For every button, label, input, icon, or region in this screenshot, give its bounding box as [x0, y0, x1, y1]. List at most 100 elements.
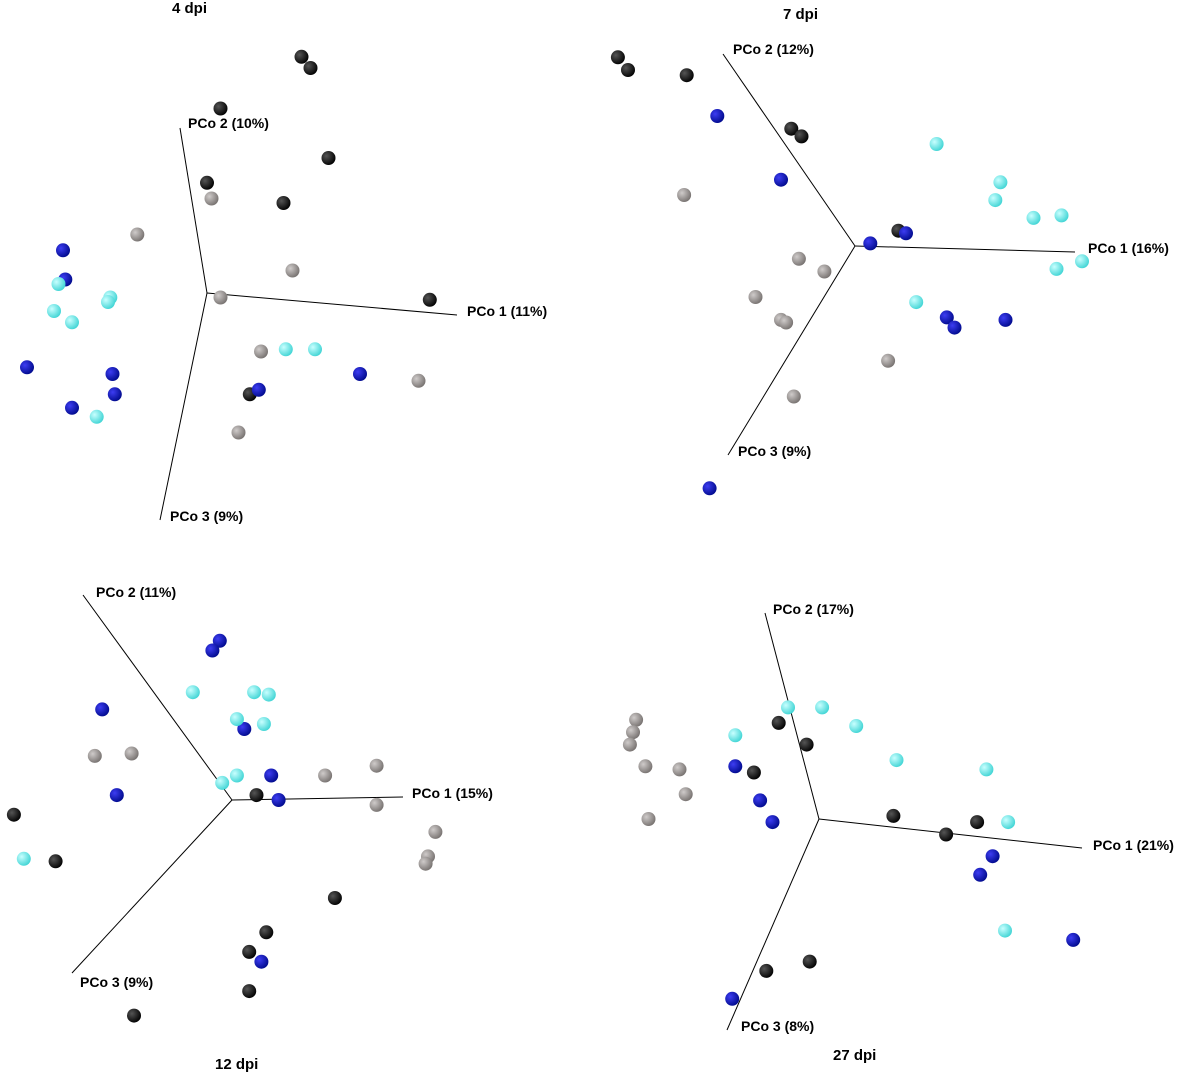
scatter-point-cyan: [308, 342, 322, 357]
scatter-point-grey: [672, 762, 687, 777]
scatter-point-grey: [87, 748, 102, 763]
scatter-point-blue: [702, 481, 717, 496]
scatter-point-blue: [353, 367, 367, 381]
scatter-point-black: [771, 715, 786, 730]
pco3-axis-label: PCo 3 (9%): [738, 443, 811, 459]
scatter-point-blue: [863, 236, 878, 251]
scatter-point-grey: [411, 373, 426, 388]
scatter-point-cyan: [889, 753, 904, 768]
scatter-point-black: [249, 788, 264, 803]
scatter-point-cyan: [781, 700, 795, 715]
scatter-point-black: [242, 984, 257, 999]
scatter-point-blue: [251, 382, 266, 397]
scatter-point-grey: [817, 264, 832, 279]
scatter-point-grey: [779, 315, 794, 330]
pco3-axis-label: PCo 3 (9%): [170, 508, 243, 524]
scatter-point-cyan: [101, 295, 115, 309]
scatter-point-grey: [369, 797, 384, 812]
scatter-point-black: [794, 129, 809, 144]
scatter-point-cyan: [929, 137, 944, 151]
scatter-point-blue: [271, 793, 286, 807]
scatter-point-black: [303, 61, 318, 75]
scatter-point-blue: [254, 954, 269, 969]
scatter-point-cyan: [185, 685, 200, 700]
pco3-axis-line: [159, 292, 208, 521]
scatter-point-cyan: [1054, 208, 1069, 223]
scatter-point-black: [321, 151, 336, 165]
scatter-point-black: [802, 954, 817, 969]
pco3-axis-line: [726, 818, 820, 1031]
scatter-point-cyan: [1049, 261, 1064, 276]
scatter-point-cyan: [16, 851, 31, 866]
pco1-axis-line: [206, 292, 458, 316]
panel-27dpi: 27 dpi PCo 1 (21%) PCo 2 (17%) PCo 3 (8%…: [622, 601, 1174, 1064]
pco2-axis-label: PCo 2 (12%): [733, 41, 814, 57]
scatter-point-cyan: [993, 175, 1008, 190]
scatter-point-cyan: [229, 712, 244, 727]
scatter-point-cyan: [278, 342, 293, 357]
scatter-point-blue: [237, 722, 252, 736]
scatter-point-blue: [728, 759, 743, 774]
pco1-axis-label: PCo 1 (11%): [467, 303, 547, 319]
pco3-axis-line: [727, 245, 856, 456]
scatter-point-black: [276, 196, 291, 210]
scatter-point-blue: [998, 312, 1013, 327]
pco2-axis-line: [722, 53, 856, 247]
scatter-point-black: [784, 121, 799, 136]
scatter-point-blue: [765, 815, 780, 830]
scatter-point-black: [327, 891, 342, 905]
pco1-axis-label: PCo 1 (16%): [1088, 240, 1169, 256]
scatter-point-black: [242, 944, 257, 959]
scatter-point-cyan: [229, 768, 244, 783]
panel-12dpi: 12 dpi PCo 1 (15%) PCo 2 (11%) PCo 3 (9%…: [6, 584, 493, 1073]
scatter-point-grey: [318, 768, 333, 783]
scatter-point-grey: [369, 758, 384, 773]
scatter-point-cyan: [815, 700, 830, 715]
scatter-point-grey: [231, 425, 246, 440]
panel-title: 7 dpi: [783, 6, 818, 23]
scatter-point-grey: [791, 251, 806, 266]
scatter-point-black: [200, 175, 214, 190]
scatter-point-blue: [710, 109, 725, 123]
scatter-point-blue: [205, 643, 220, 658]
scatter-point-cyan: [998, 923, 1012, 938]
scatter-points: [610, 50, 1089, 496]
scatter-point-black: [610, 50, 625, 65]
scatter-point-cyan: [849, 719, 864, 733]
pco1-axis-label: PCo 1 (15%): [412, 785, 493, 801]
scatter-points: [20, 49, 437, 440]
scatter-point-blue: [20, 360, 34, 375]
scatter-point-cyan: [988, 193, 1003, 208]
scatter-point-black: [886, 808, 901, 823]
scatter-point-cyan: [1075, 254, 1089, 269]
pco3-axis-label: PCo 3 (9%): [80, 974, 153, 990]
scatter-point-grey: [638, 759, 653, 774]
pco2-axis-label: PCo 2 (11%): [96, 584, 176, 600]
scatter-point-grey: [130, 227, 145, 242]
scatter-point-grey: [204, 191, 219, 206]
scatter-point-cyan: [89, 409, 104, 424]
scatter-point-black: [970, 815, 985, 830]
scatter-point-blue: [95, 702, 110, 717]
scatter-point-grey: [213, 290, 228, 305]
scatter-point-cyan: [728, 728, 743, 743]
scatter-point-black: [213, 101, 228, 116]
scatter-point-black: [422, 292, 437, 307]
pco2-axis-line: [764, 612, 820, 820]
scatter-point-grey: [748, 290, 763, 304]
scatter-point-cyan: [51, 277, 66, 291]
scatter-point-grey: [626, 725, 640, 740]
scatter-point-grey: [622, 737, 637, 752]
panel-title: 4 dpi: [172, 0, 207, 17]
scatter-point-cyan: [979, 762, 994, 777]
scatter-point-blue: [939, 310, 954, 325]
pco2-axis-label: PCo 2 (17%): [773, 601, 854, 617]
scatter-point-grey: [629, 712, 644, 727]
scatter-point-blue: [1066, 932, 1081, 947]
scatter-points: [622, 700, 1081, 1006]
pco2-axis-line: [82, 594, 233, 801]
scatter-point-grey: [677, 188, 692, 202]
scatter-point-blue: [107, 387, 122, 402]
scatter-point-blue: [753, 793, 768, 808]
